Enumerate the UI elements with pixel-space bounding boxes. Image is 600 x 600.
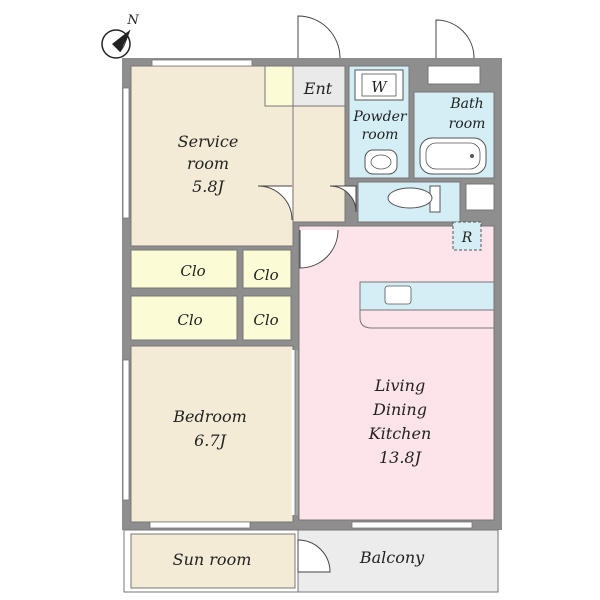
balcony xyxy=(297,529,499,593)
powder-room-label-1: Powder xyxy=(352,109,408,125)
compass: N xyxy=(101,13,139,59)
bath-room-label-2: room xyxy=(449,116,486,132)
kitchen-counter xyxy=(359,281,495,311)
bedroom xyxy=(130,345,294,523)
closet-label-4: Clo xyxy=(253,311,278,329)
compass-north-arrow-icon xyxy=(112,30,130,52)
refrigerator-space xyxy=(452,221,482,251)
kitchen-sink-icon xyxy=(384,285,412,305)
entrance-door-swing xyxy=(297,15,341,59)
service-room-side-window xyxy=(122,87,130,219)
closet-label-1: Clo xyxy=(180,262,205,280)
balcony-label: Balcony xyxy=(359,548,425,567)
toilet-door-swing xyxy=(329,185,357,213)
hallway xyxy=(292,105,346,223)
compass-arrow-half-icon xyxy=(119,29,131,53)
kitchen-partition xyxy=(359,310,494,329)
closet-1 xyxy=(130,249,238,289)
ldk-label-1: Living xyxy=(374,376,425,395)
ldk-label-2: Dining xyxy=(372,400,427,419)
closet-label-3: Clo xyxy=(177,311,202,329)
refrigerator-label: R xyxy=(461,230,473,246)
ldk-size: 13.8J xyxy=(379,448,423,467)
closet-2 xyxy=(242,249,292,289)
toilet-icon xyxy=(387,187,433,209)
service-room-window xyxy=(151,59,253,67)
closet-label-2: Clo xyxy=(253,266,278,284)
washer-inner xyxy=(361,73,397,97)
ldk-door-swing xyxy=(299,229,339,269)
bath-exterior-door-swing xyxy=(435,19,475,59)
washer-label: W xyxy=(371,78,388,96)
bath-room-label-1: Bath xyxy=(449,96,483,112)
sun-room-door-swing xyxy=(297,539,331,573)
closet-4 xyxy=(242,295,292,341)
sink-basin xyxy=(370,154,392,170)
powder-room-label-2: room xyxy=(362,127,399,143)
service-room-door-swing xyxy=(257,185,293,221)
living-dining-kitchen xyxy=(298,225,495,521)
compass-north-label: N xyxy=(126,13,139,28)
ldk-label-3: Kitchen xyxy=(368,424,432,443)
sun-room-label: Sun room xyxy=(173,550,252,569)
sun-room xyxy=(130,533,296,589)
closet-3 xyxy=(130,295,238,341)
service-room-label-2: room xyxy=(187,154,229,173)
bathtub-drain xyxy=(470,154,474,158)
bedroom-size: 6.7J xyxy=(194,431,227,450)
entrance-label: Ent xyxy=(303,79,333,98)
service-room-size: 5.8J xyxy=(192,177,225,196)
bedroom-side-window xyxy=(122,359,130,501)
shoe-closet xyxy=(264,65,294,107)
bedroom-label: Bedroom xyxy=(172,407,247,426)
pipe-space xyxy=(465,183,495,211)
ldk-window xyxy=(351,521,473,529)
bath-window xyxy=(427,65,481,85)
bathtub-inner xyxy=(425,142,481,170)
bedroom-window xyxy=(149,521,251,529)
service-room-label-1: Service xyxy=(178,132,239,151)
